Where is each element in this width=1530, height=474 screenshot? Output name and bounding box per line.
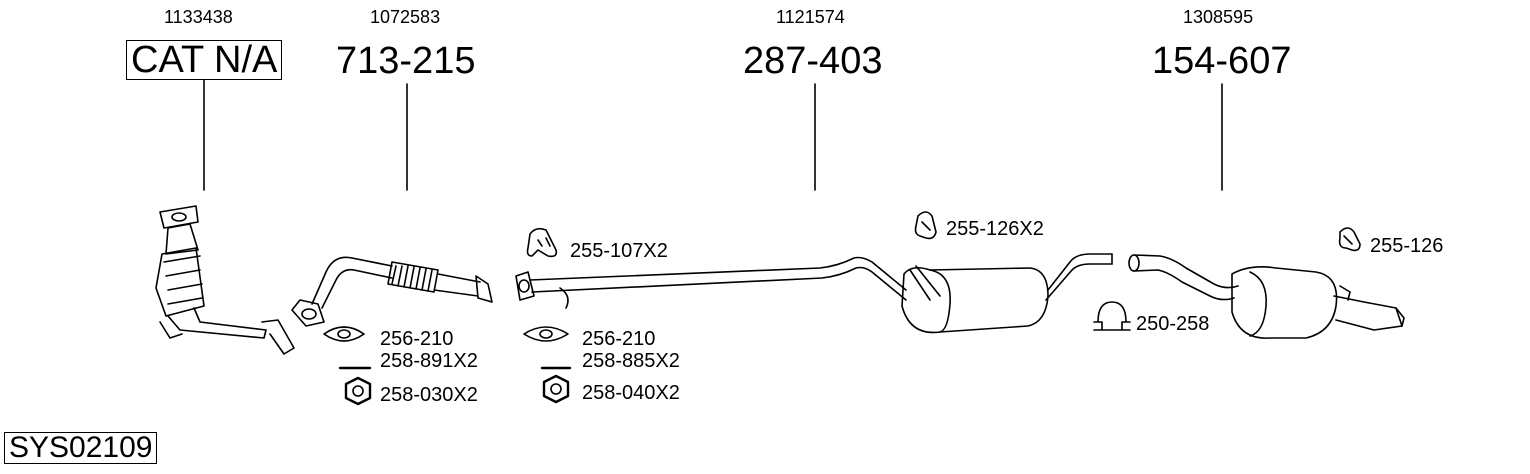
front-pipe-part <box>291 256 493 327</box>
catalytic-converter-part <box>155 205 295 355</box>
part-number-rear-silencer: 154-607 <box>1152 40 1292 82</box>
middle-pipe-part <box>515 253 1113 334</box>
rear-silencer-part <box>1128 254 1405 339</box>
part-code-4: 1308595 <box>1183 7 1254 27</box>
accessory-label: 258-885X2 <box>582 350 680 372</box>
accessory-label: 256-210 <box>380 328 454 350</box>
part-code-1: 1133438 <box>164 7 233 27</box>
rubber-hanger-icon <box>526 227 558 258</box>
nut-icon <box>344 376 372 406</box>
accessory-label: 255-107X2 <box>570 240 668 262</box>
gasket-icon <box>523 326 569 342</box>
gasket-icon <box>323 326 365 342</box>
accessory-label: 258-040X2 <box>582 382 680 404</box>
part-code-3: 1121574 <box>776 7 845 27</box>
accessory-label: 255-126 <box>1370 235 1444 257</box>
rubber-hanger-icon <box>914 211 937 240</box>
part-code-2: 1072583 <box>370 7 441 27</box>
part-number-front-pipe: 713-215 <box>336 40 476 82</box>
accessory-label: 258-891X2 <box>380 350 478 372</box>
system-id: SYS02109 <box>4 432 158 464</box>
part-number-cat: CAT N/A <box>126 40 283 80</box>
nut-icon <box>542 374 570 404</box>
rubber-hanger-icon <box>1338 227 1361 252</box>
accessory-label: 256-210 <box>582 328 656 350</box>
part-number-middle-pipe: 287-403 <box>743 40 883 82</box>
accessory-label: 258-030X2 <box>380 384 478 406</box>
accessory-label: 255-126X2 <box>946 218 1044 240</box>
pipe-clamp-icon <box>1093 301 1131 331</box>
accessory-label: 250-258 <box>1136 313 1210 335</box>
